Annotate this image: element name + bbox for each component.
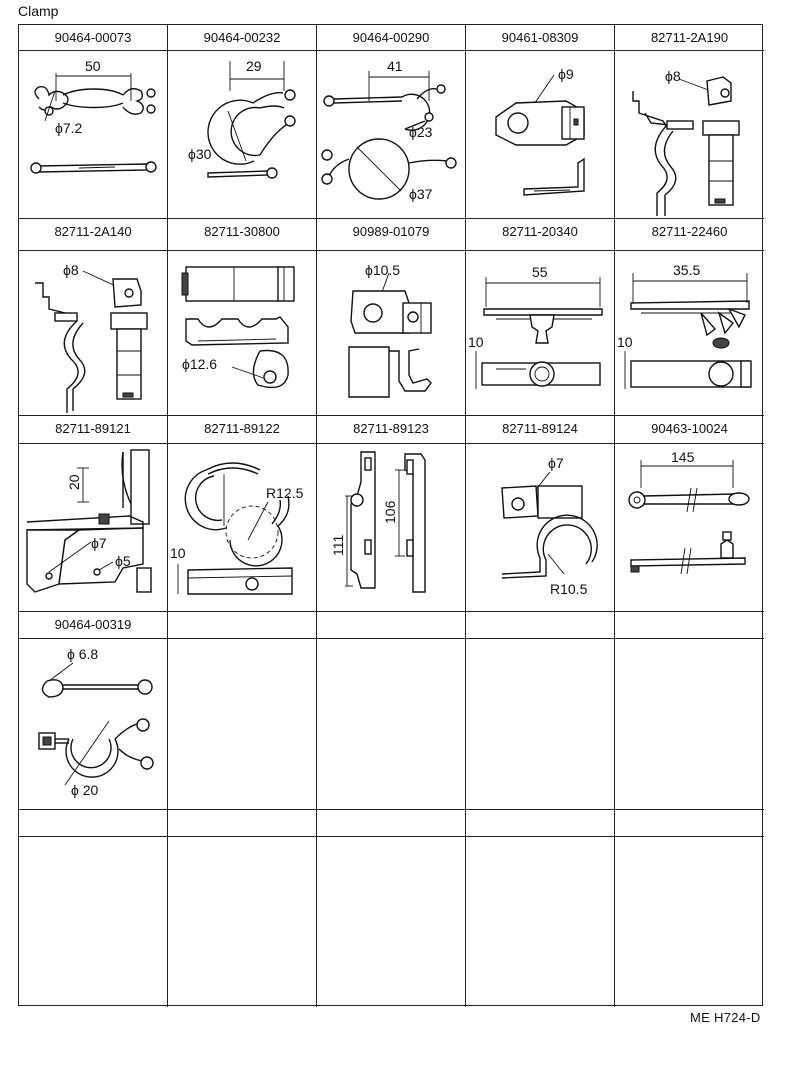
clamp-illustration: 29 ϕ30: [188, 58, 296, 179]
clamp-illustration: ϕ 6.8 ϕ 20: [38, 646, 154, 798]
clamp-illustration: ϕ10.5: [348, 262, 432, 398]
empty-cell: [466, 639, 615, 810]
empty-cell: [615, 837, 764, 1007]
part-illustration-cell: 20 ϕ7 ϕ5: [19, 444, 168, 612]
clamp-illustration: ϕ12.6: [181, 266, 295, 389]
dim-label: 41: [387, 58, 403, 74]
dim-label: ϕ8: [665, 68, 681, 84]
dim-label: 29: [246, 58, 262, 74]
clamp-illustration: ϕ8: [35, 262, 148, 413]
part-number-label: 82711-89124: [466, 416, 615, 444]
dim-label: ϕ7.2: [55, 120, 83, 136]
part-number-label: 82711-2A140: [19, 219, 168, 251]
dim-label: R10.5: [550, 581, 588, 597]
clamp-illustration: 55 10: [468, 264, 603, 389]
empty-header-cell: [615, 612, 764, 639]
empty-cell: [19, 837, 168, 1007]
empty-header-cell: [168, 810, 317, 837]
clamp-illustration: 111 106: [330, 451, 426, 593]
dim-label: ϕ7: [91, 535, 107, 551]
empty-cell: [317, 639, 466, 810]
part-illustration-cell: ϕ8: [615, 51, 764, 219]
diagram-code: ME H724-D: [690, 1010, 761, 1025]
part-illustration-cell: ϕ9: [466, 51, 615, 219]
dim-label: ϕ8: [63, 262, 79, 278]
part-number-label: 90461-08309: [466, 25, 615, 51]
clamp-illustration: ϕ8: [632, 68, 740, 216]
dim-label: ϕ37: [409, 186, 433, 202]
dim-label: ϕ10.5: [365, 262, 400, 278]
clamp-illustration: 145: [628, 449, 750, 575]
part-number-label: 90464-00319: [19, 612, 168, 639]
part-number-label: 82711-22460: [615, 219, 764, 251]
clamp-illustration: 20 ϕ7 ϕ5: [26, 449, 152, 593]
dim-label: 35.5: [673, 262, 700, 278]
part-number-label: 82711-89122: [168, 416, 317, 444]
empty-header-cell: [317, 810, 466, 837]
part-number-label: 90464-00073: [19, 25, 168, 51]
dim-label: ϕ7: [548, 455, 564, 471]
empty-header-cell: [317, 612, 466, 639]
dim-label: 145: [671, 449, 695, 465]
clamp-illustration: 35.5 10: [617, 262, 752, 389]
dim-label: ϕ23: [409, 124, 433, 140]
clamp-illustration: 50 ϕ7.2: [30, 58, 157, 174]
empty-cell: [168, 837, 317, 1007]
part-number-label: 90989-01079: [317, 219, 466, 251]
part-illustration-cell: 41 ϕ23 ϕ37: [317, 51, 466, 219]
part-illustration-cell: R12.5 10: [168, 444, 317, 612]
dim-label: 50: [85, 58, 101, 74]
empty-header-cell: [466, 810, 615, 837]
dim-label: ϕ9: [558, 66, 574, 82]
part-illustration-cell: 50 ϕ7.2: [19, 51, 168, 219]
part-number-label: 90463-10024: [615, 416, 764, 444]
empty-cell: [168, 639, 317, 810]
dim-label: 10: [170, 545, 186, 561]
dim-label: ϕ30: [188, 146, 212, 162]
empty-header-cell: [466, 612, 615, 639]
empty-header-cell: [168, 612, 317, 639]
empty-cell: [317, 837, 466, 1007]
part-illustration-cell: 111 106: [317, 444, 466, 612]
dim-label: 111: [330, 535, 346, 556]
part-number-label: 82711-89121: [19, 416, 168, 444]
part-illustration-cell: 29 ϕ30: [168, 51, 317, 219]
clamp-illustration: R12.5 10: [170, 462, 304, 595]
part-illustration-cell: ϕ 6.8 ϕ 20: [19, 639, 168, 810]
dim-label: 20: [66, 474, 82, 490]
part-illustration-cell: 55 10: [466, 251, 615, 416]
dim-label: 106: [382, 500, 398, 524]
part-number-label: 90464-00232: [168, 25, 317, 51]
dim-label: ϕ 20: [71, 782, 99, 798]
dim-label: 55: [532, 264, 548, 280]
part-illustration-cell: 35.5 10: [615, 251, 764, 416]
dim-label: 10: [468, 334, 484, 350]
part-number-label: 90464-00290: [317, 25, 466, 51]
empty-cell: [466, 837, 615, 1007]
empty-header-cell: [615, 810, 764, 837]
part-number-label: 82711-30800: [168, 219, 317, 251]
part-number-label: 82711-2A190: [615, 25, 764, 51]
part-number-label: 82711-89123: [317, 416, 466, 444]
part-illustration-cell: 145: [615, 444, 764, 612]
part-illustration-cell: ϕ7 R10.5: [466, 444, 615, 612]
clamp-illustration: ϕ9: [495, 66, 585, 196]
empty-header-cell: [19, 810, 168, 837]
clamp-illustration: ϕ7 R10.5: [501, 455, 598, 597]
part-number-label: 82711-20340: [466, 219, 615, 251]
clamp-illustration: 41 ϕ23 ϕ37: [321, 58, 457, 202]
part-illustration-cell: ϕ12.6: [168, 251, 317, 416]
page-title: Clamp: [18, 3, 59, 19]
dim-label: ϕ5: [115, 553, 131, 569]
dim-label: R12.5: [266, 485, 304, 501]
dim-label: ϕ 6.8: [67, 646, 98, 662]
empty-cell: [615, 639, 764, 810]
dim-label: ϕ12.6: [182, 356, 217, 372]
dim-label: 10: [617, 334, 633, 350]
part-illustration-cell: ϕ8: [19, 251, 168, 416]
parts-grid: 90464-00073 50 ϕ7.2 90464-00232 29 ϕ30 9…: [18, 24, 764, 1007]
part-illustration-cell: ϕ10.5: [317, 251, 466, 416]
